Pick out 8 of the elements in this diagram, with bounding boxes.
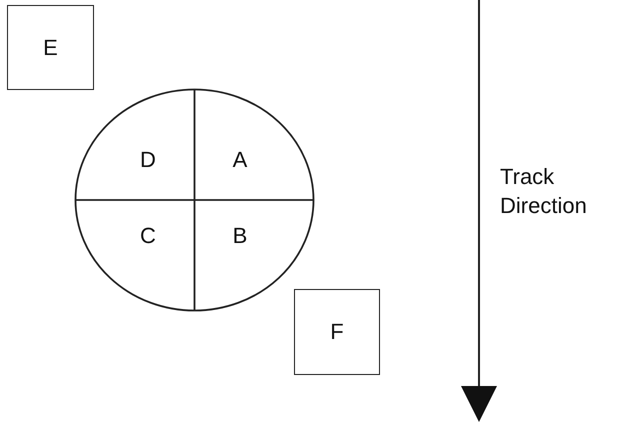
circle-quadrant: B (210, 211, 270, 261)
quartered-circle (74, 88, 315, 312)
direction-label: Track Direction (500, 163, 588, 220)
circle-quadrant: D (118, 135, 178, 185)
square-box: F (294, 289, 380, 375)
square-box: E (7, 5, 94, 90)
circle-quadrant: A (210, 135, 270, 185)
circle-quadrant: C (118, 211, 178, 261)
